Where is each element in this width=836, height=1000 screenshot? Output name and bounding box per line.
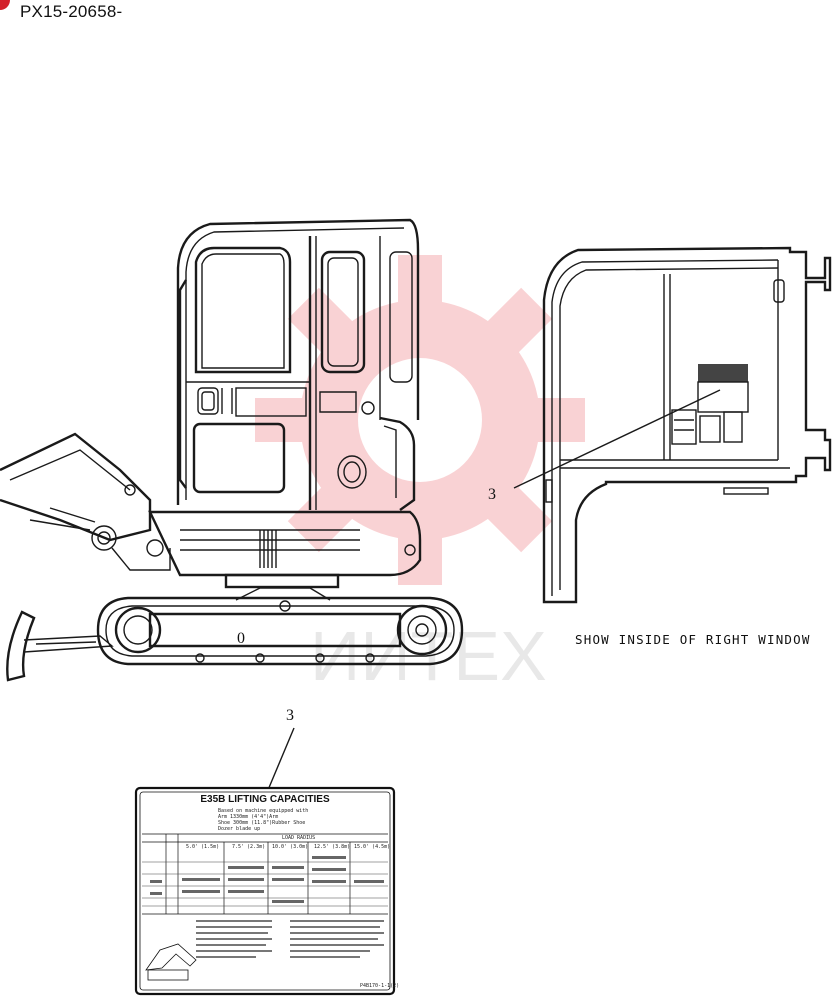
part-number: PX15-20658- [20, 2, 123, 21]
leader-line-bottom [267, 727, 295, 791]
callout-item-right: 3 [488, 486, 496, 503]
decal-header-line-2: Arm 1330mm (4'4")Arm [218, 814, 278, 820]
decal-radius-col-4: 12.5' (3.8m) [314, 844, 350, 850]
excavator-side-view [0, 218, 464, 682]
grille [259, 530, 277, 568]
decal-header-line-4: Dozer blade up [218, 826, 260, 832]
decal-radius-col-5: 15.0' (4.5m) [354, 844, 390, 850]
cab-interior-view [542, 246, 832, 604]
brand-dot [0, 0, 10, 10]
callout-item-bottom: 3 [286, 707, 294, 724]
decal-title: E35B LIFTING CAPACITIES [200, 794, 330, 805]
decal-load-radius: LOAD RADIUS [282, 835, 315, 841]
view-label: SHOW INSIDE OF RIGHT WINDOW [575, 632, 811, 647]
decal-header-line-1: Based on machine equipped with [218, 808, 308, 814]
decal-radius-col-1: 5.0' (1.5m) [186, 844, 219, 850]
decal-radius-col-2: 7.5' (2.3m) [232, 844, 265, 850]
decal-footer-code: P4B170-1-1(2) [360, 983, 399, 989]
lifting-capacities-decal: E35B LIFTING CAPACITIES Based on machine… [134, 786, 399, 996]
decal-radius-col-3: 10.0' (3.0m) [272, 844, 308, 850]
leader-line-right [513, 389, 721, 489]
wheel-label: 0 [237, 630, 245, 647]
watermark: ИИТЕХ [255, 255, 585, 695]
decal-header-line-3: Shoe 300mm (11.8")Rubber Shoe [218, 820, 305, 826]
